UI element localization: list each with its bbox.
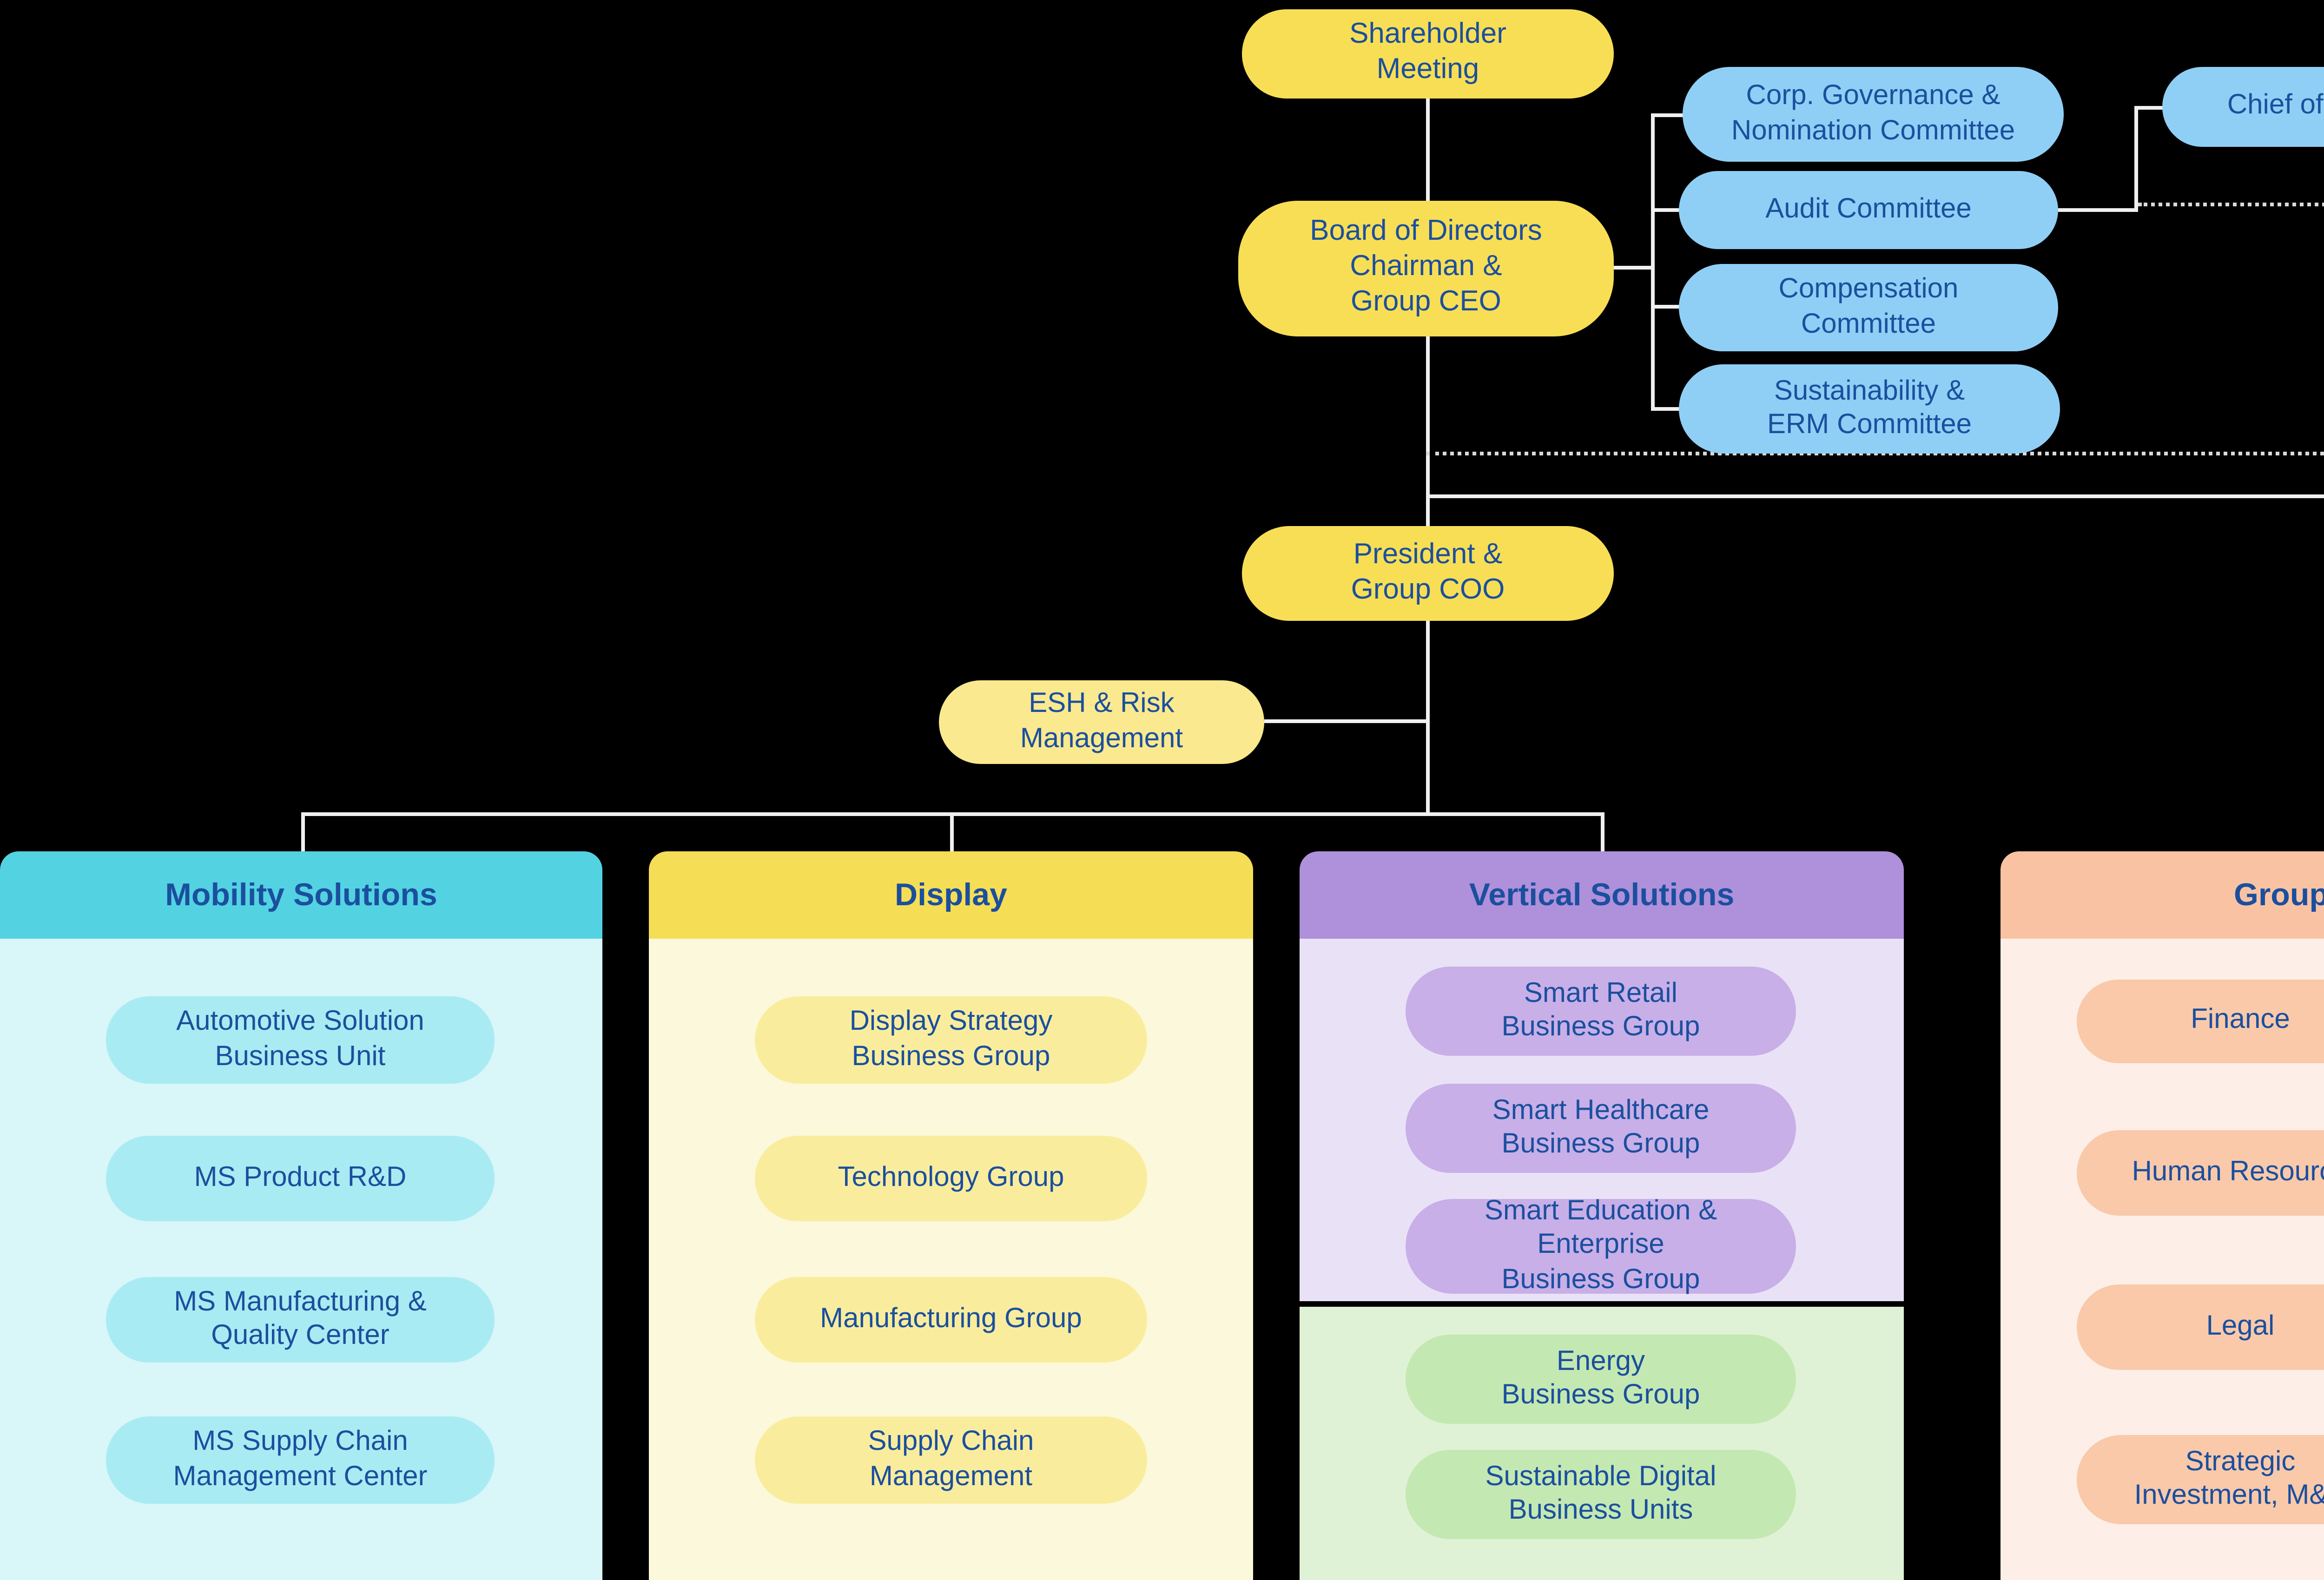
connector-stub-audit <box>1651 208 1681 212</box>
chief-of-compliance-node: Chief of Compliance <box>2162 67 2324 147</box>
vertical-item-smart-retail: Smart Retail Business Group <box>1406 967 1796 1056</box>
connector-compliance-stub <box>2134 106 2164 110</box>
mobility-item-supply-chain: MS Supply Chain Management Center <box>106 1416 495 1504</box>
connector-drop-display <box>950 812 954 851</box>
connector-stub-compensation <box>1651 305 1681 309</box>
dotted-compliance-trunk <box>1426 452 2324 455</box>
infra-item-strategic-investment: Strategic Investment, M&A <box>2077 1435 2324 1524</box>
division-header-vertical: Vertical Solutions <box>1300 851 1904 939</box>
committee-corp-governance-node: Corp. Governance & Nomination Committee <box>1683 67 2064 162</box>
president-coo-node: President & Group COO <box>1242 526 1614 621</box>
board-of-directors-node: Board of Directors Chairman & Group CEO <box>1238 201 1614 336</box>
connector-audit-compliance-riser <box>2134 106 2138 212</box>
committee-compensation-node: Compensation Committee <box>1679 264 2058 351</box>
connector-audit-corner <box>2058 208 2138 212</box>
connector-committee-bracket <box>1651 113 1655 411</box>
connector-shareholder-board <box>1426 99 1430 201</box>
esh-risk-management-node: ESH & Risk Management <box>939 680 1264 764</box>
connector-board-president <box>1426 336 1430 526</box>
dotted-audit-right-edge <box>2138 203 2324 206</box>
connector-esh-trunk <box>1264 719 1428 723</box>
connector-stub-corp-governance <box>1651 113 1684 117</box>
display-item-manufacturing: Manufacturing Group <box>755 1277 1147 1363</box>
infra-item-human-resource: Human Resource <box>2077 1130 2324 1216</box>
division-header-infrastructure: Group Infrastructure Unit <box>2000 851 2324 939</box>
vertical-item-smart-education: Smart Education & Enterprise Business Gr… <box>1406 1195 1796 1295</box>
vertical-item-smart-healthcare: Smart Healthcare Business Group <box>1406 1084 1796 1173</box>
connector-drop-mobility <box>301 812 305 851</box>
connector-president-splitter <box>1426 621 1430 816</box>
display-item-strategy: Display Strategy Business Group <box>755 996 1147 1084</box>
infra-item-finance: Finance <box>2077 980 2324 1063</box>
mobility-item-product-rd: MS Product R&D <box>106 1136 495 1221</box>
energy-item-sustainable-digital: Sustainable Digital Business Units <box>1406 1450 1796 1539</box>
connector-board-bracket <box>1614 266 1653 270</box>
energy-item-energy-group: Energy Business Group <box>1406 1335 1796 1424</box>
connector-trunk-infrastructure <box>1426 494 2324 498</box>
connector-drop-vertical <box>1601 812 1604 851</box>
mobility-item-automotive: Automotive Solution Business Unit <box>106 996 495 1084</box>
shareholder-meeting-node: Shareholder Meeting <box>1242 9 1614 99</box>
display-item-supply-chain: Supply Chain Management <box>755 1416 1147 1504</box>
committee-sustainability-erm-node: Sustainability & ERM Committee <box>1679 364 2060 454</box>
connector-stub-sustainability <box>1651 407 1681 411</box>
display-item-technology: Technology Group <box>755 1136 1147 1221</box>
infra-item-legal: Legal <box>2077 1284 2324 1370</box>
committee-audit-node: Audit Committee <box>1679 171 2058 249</box>
division-header-display: Display <box>649 851 1253 939</box>
mobility-item-manufacturing: MS Manufacturing & Quality Center <box>106 1277 495 1363</box>
division-header-mobility: Mobility Solutions <box>0 851 602 939</box>
